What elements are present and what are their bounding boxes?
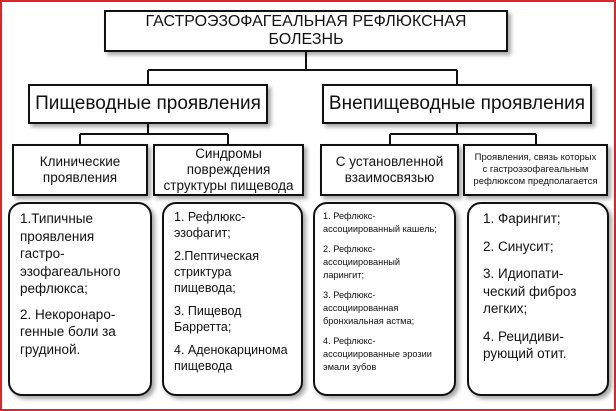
- list-item: 1. Рефлюкс- эзофагит;: [174, 210, 246, 240]
- node-structural: Синдромы повреждения структуры пищевода: [153, 144, 304, 196]
- list-item: 3. Рефлюкс- ассоциированная бронхиальная…: [323, 289, 415, 327]
- node-clinical: Клинические проявления: [12, 144, 148, 196]
- diagram-title: ГАСТРОЭЗОФАГЕАЛЬНАЯ РЕФЛЮКСНАЯ БОЛЕЗНЬ: [104, 10, 508, 52]
- list-item: 2. Синусит;: [483, 238, 554, 254]
- list-suspected: 1. Фарингит; 2. Синусит; 3. Идиопати- че…: [467, 202, 609, 396]
- list-item: 4. Рецидиви- рующий отит.: [483, 328, 567, 362]
- list-structural: 1. Рефлюкс- эзофагит; 2.Пептическая стри…: [162, 202, 303, 396]
- node-established: С установленной взаимосвязью: [320, 144, 459, 196]
- node-established-label: С установленной взаимосвязью: [335, 153, 444, 185]
- list-established: 1. Рефлюкс- ассоциированный кашель; 2. Р…: [313, 202, 456, 396]
- node-structural-label: Синдромы повреждения структуры пищевода: [163, 145, 294, 194]
- list-item: 1. Фарингит;: [483, 211, 561, 226]
- node-esophageal: Пищеводные проявления: [28, 84, 268, 124]
- list-item: 2. Рефлюкс- ассоциированный ларингит;: [323, 243, 401, 281]
- node-extraesophageal: Внепищеводные проявления: [322, 84, 592, 124]
- list-clinical: 1.Типичные проявления гастро- эзофагеаль…: [8, 202, 152, 396]
- list-item: 3. Идиопати- ческий фиброз легких;: [483, 266, 577, 317]
- list-item: 2. Некоронаро- генные боли за грудиной.: [20, 306, 116, 357]
- list-item: 4. Рефлюкс- ассоциированные эрозии эмали…: [323, 335, 432, 373]
- list-item: 2.Пептическая стриктура пищевода;: [174, 249, 260, 295]
- node-esophageal-label: Пищеводные проявления: [35, 93, 261, 114]
- diagram-title-text: ГАСТРОЭЗОФАГЕАЛЬНАЯ РЕФЛЮКСНАЯ БОЛЕЗНЬ: [145, 13, 467, 48]
- list-item: 1. Рефлюкс- ассоциированный кашель;: [323, 211, 437, 235]
- list-item: 4. Аденокарцинома пищевода: [174, 343, 288, 373]
- list-item: 3. Пищевод Барретта;: [174, 304, 242, 334]
- node-suspected: Проявления, связь которых с гастроэзофаг…: [463, 144, 608, 196]
- node-suspected-label: Проявления, связь которых с гастроэзофаг…: [473, 152, 598, 187]
- list-item: 1.Типичные проявления гастро- эзофагеаль…: [20, 211, 121, 297]
- node-extraesophageal-label: Внепищеводные проявления: [328, 93, 586, 114]
- node-clinical-label: Клинические проявления: [39, 153, 121, 185]
